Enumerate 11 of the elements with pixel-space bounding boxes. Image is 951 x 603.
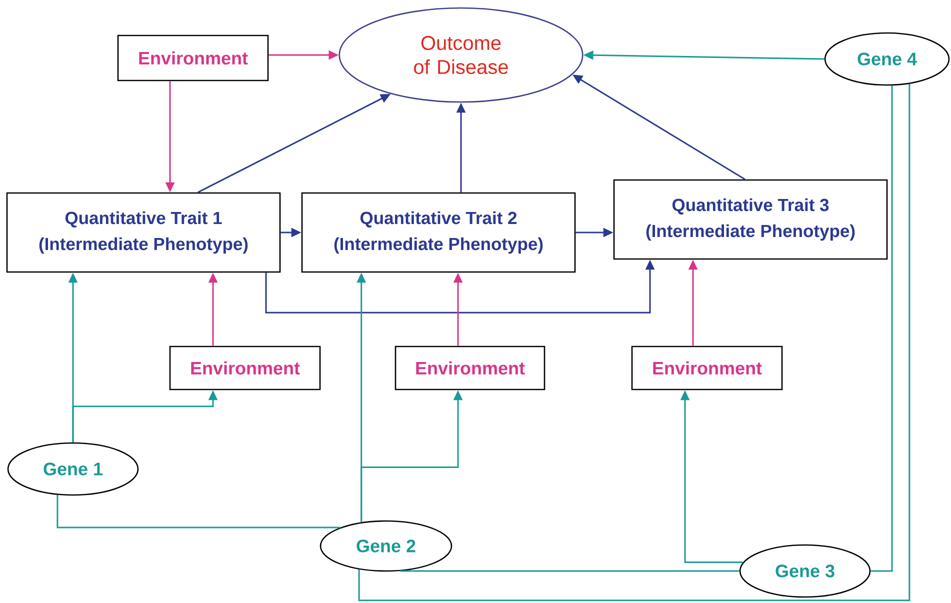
trait-box: Quantitative Trait 2 (Intermediate Phenotype): [301, 192, 576, 273]
connector-line: [400, 570, 740, 572]
environment-box: Environment: [394, 346, 546, 390]
connector-line: [358, 84, 910, 602]
trait-box: Quantitative Trait 3 (Intermediate Phenotype): [613, 179, 888, 260]
environment-box: Environment: [631, 346, 783, 390]
environment-box: Environment: [169, 346, 321, 390]
connector-line: [870, 86, 893, 572]
environment-box: Environment: [117, 34, 269, 82]
trait-box: Quantitative Trait 1 (Intermediate Phenotype): [6, 192, 281, 273]
connector-line: [56, 494, 340, 528]
